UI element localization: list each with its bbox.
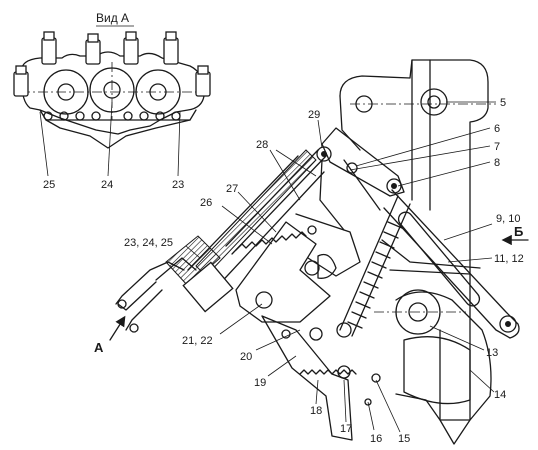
view-a-detail: Вид А (13, 11, 211, 191)
callout-21-22: 21, 22 (182, 335, 213, 347)
callout-13: 13 (486, 347, 498, 359)
callout-23-24-25: 23, 24, 25 (124, 237, 173, 249)
callout-9-10: 9, 10 (496, 213, 520, 225)
callout-28: 28 (256, 139, 268, 151)
callout-26: 26 (200, 197, 212, 209)
callout-14: 14 (494, 389, 506, 401)
callout-5: 5 (500, 97, 506, 109)
callout-16: 16 (370, 433, 382, 445)
callout-11-12: 11, 12 (494, 253, 524, 265)
callout-19: 19 (254, 377, 266, 389)
callout-23: 23 (172, 179, 184, 191)
callout-8: 8 (494, 157, 500, 169)
callout-15: 15 (398, 433, 410, 445)
callout-29: 29 (308, 109, 320, 121)
callout-24: 24 (101, 179, 113, 191)
callout-18: 18 (310, 405, 322, 417)
callout-17: 17 (340, 423, 352, 435)
callout-7: 7 (494, 141, 500, 153)
callout-6: 6 (494, 123, 500, 135)
callout-25: 25 (43, 179, 55, 191)
callout-20: 20 (240, 351, 252, 363)
view-a-title: Вид А (96, 11, 129, 25)
main-assembly: А Б 5 6 (94, 59, 529, 445)
view-arrow-a-label: А (94, 340, 104, 355)
callout-27: 27 (226, 183, 238, 195)
view-arrow-b-label: Б (514, 224, 523, 239)
